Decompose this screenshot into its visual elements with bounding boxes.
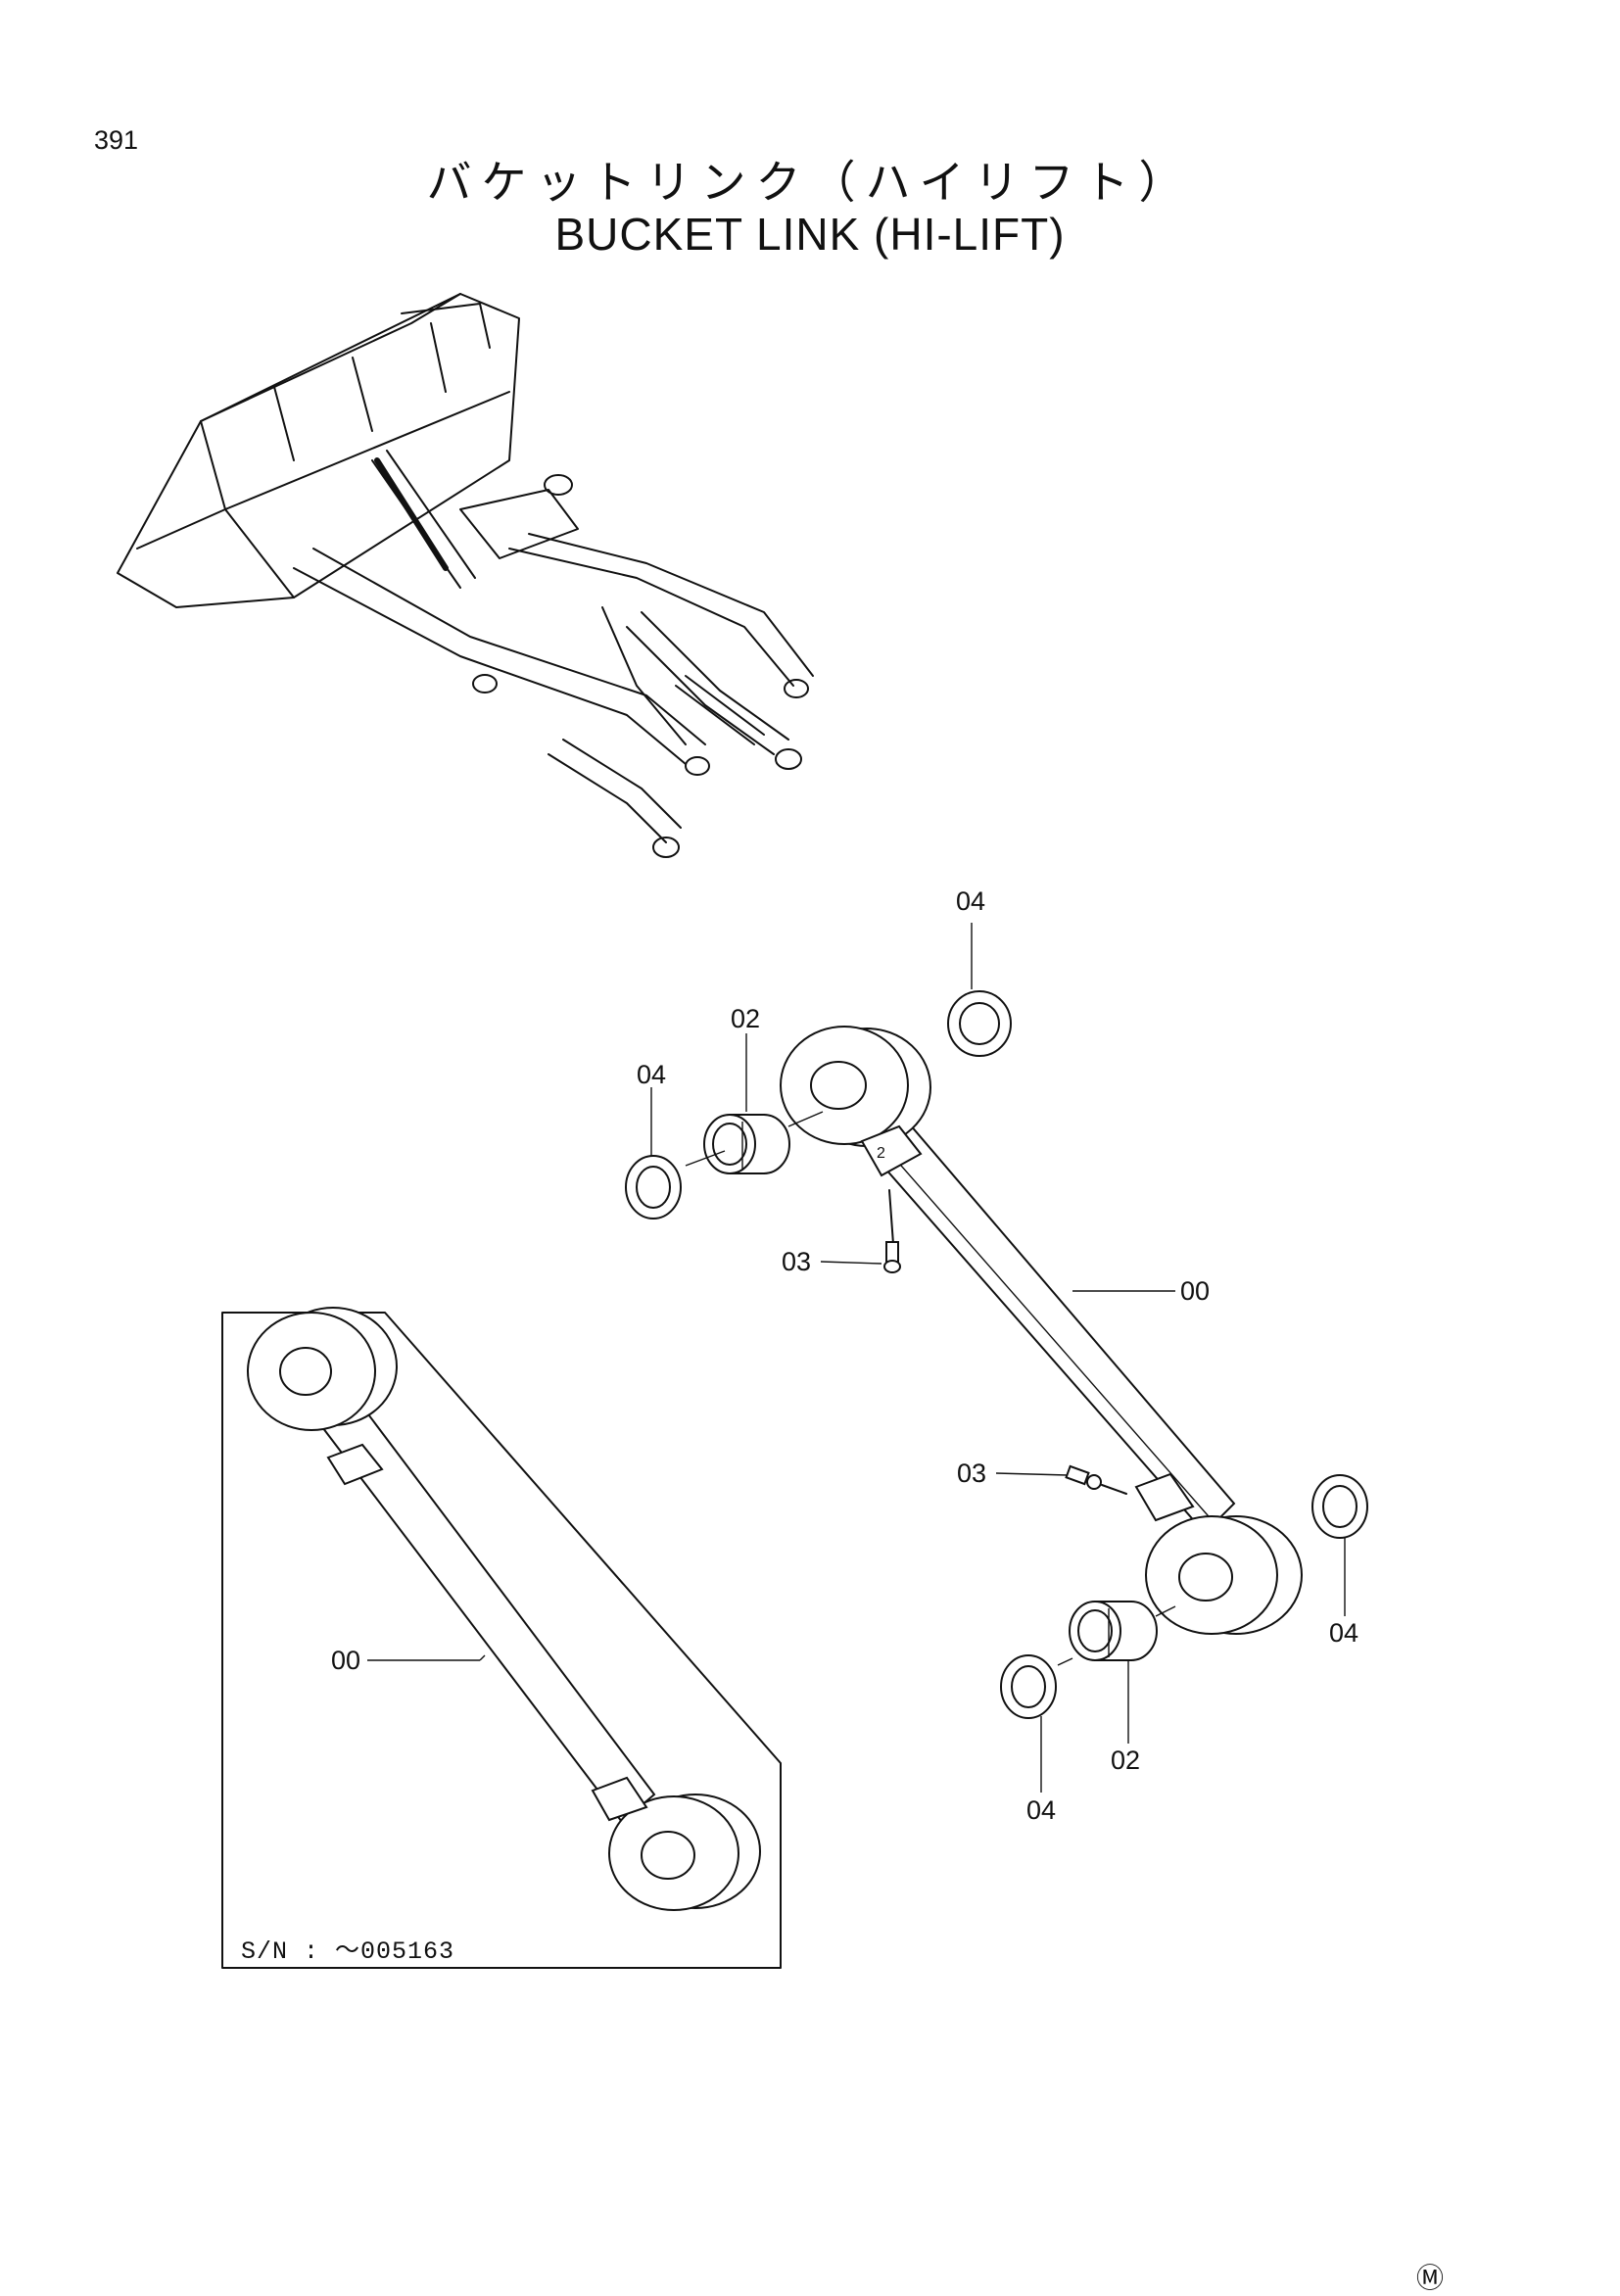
inset-serial-note: S/N : ～005163 (241, 1937, 455, 1966)
callout-04-left: 04 (637, 1060, 667, 1089)
grease-fitting-lower (1065, 1464, 1127, 1495)
bushing-upper (703, 1114, 790, 1174)
title-japanese: バケットリンク（ハイリフト） (426, 156, 1194, 209)
callout-04-bottom: 04 (1026, 1795, 1057, 1825)
loader-overview-illustration (117, 293, 814, 858)
callout-04-top: 04 (956, 886, 986, 916)
callout-00-main: 00 (1180, 1276, 1211, 1306)
callout-04-right: 04 (1329, 1618, 1359, 1648)
leader-lines (367, 923, 1346, 1793)
bushing-lower (1069, 1601, 1158, 1661)
inset-variant-box (221, 1307, 782, 1969)
callout-00-inset: 00 (331, 1646, 361, 1675)
grease-fitting-upper (883, 1189, 901, 1273)
callout-03-lower: 03 (957, 1459, 987, 1488)
bucket-link-main: 2 (780, 1026, 1303, 1635)
page-number: 391 (94, 125, 139, 155)
callout-03-upper: 03 (782, 1247, 812, 1276)
m-mark-icon: Ⓜ (1416, 2263, 1445, 2293)
seal-bottom (1000, 1654, 1057, 1719)
svg-text:2: 2 (877, 1145, 885, 1162)
callout-02-top: 02 (731, 1004, 761, 1033)
title-english: BUCKET LINK (HI-LIFT) (554, 209, 1066, 260)
seal-right (1311, 1474, 1368, 1539)
seal-left (625, 1155, 682, 1220)
callout-02-bottom: 02 (1111, 1746, 1141, 1775)
seal-top (947, 990, 1012, 1057)
